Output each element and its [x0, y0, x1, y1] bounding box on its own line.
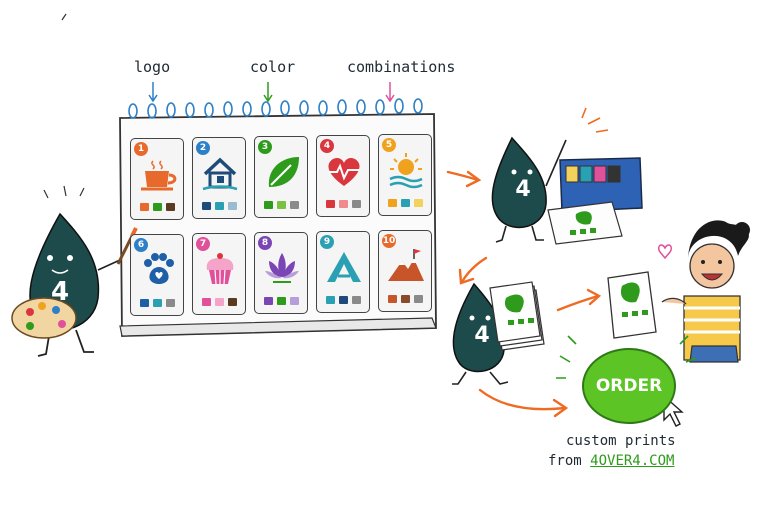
arrow-to-stack-icon: [458, 256, 488, 285]
order-button[interactable]: ORDER: [582, 348, 676, 424]
lotus-icon: [265, 253, 299, 283]
card-number-badge: 4: [320, 139, 334, 153]
color-swatch: [202, 298, 211, 306]
color-swatch: [352, 296, 361, 304]
card-number-badge: 5: [382, 138, 396, 152]
color-swatch: [153, 203, 162, 211]
paw-icon: [144, 253, 174, 284]
customer-person: [657, 220, 750, 363]
color-swatch: [140, 299, 149, 307]
logo-card-9[interactable]: 9: [316, 231, 370, 313]
label-arrow-color-icon: [263, 82, 273, 103]
logo-card-10[interactable]: 10: [378, 230, 432, 312]
caption-from: from: [548, 453, 591, 469]
customer-card: [607, 271, 657, 339]
color-swatch: [215, 298, 224, 306]
card-number-badge: 9: [320, 235, 334, 249]
color-swatch: [264, 201, 273, 209]
mascot-carrier-number: 4: [474, 323, 489, 348]
logo-card-6[interactable]: 6: [130, 234, 184, 316]
color-swatch: [401, 295, 410, 303]
arrow-to-order-icon: [478, 388, 569, 418]
label-arrow-combinations-icon: [385, 82, 395, 103]
mascot-painter: 4: [11, 13, 138, 357]
color-swatch: [202, 202, 211, 210]
logo-card-3[interactable]: 3: [254, 136, 308, 218]
color-swatch: [388, 295, 397, 303]
color-swatch: [277, 297, 286, 305]
color-swatch: [326, 296, 335, 304]
mascot-carrier: 4: [452, 281, 545, 385]
card-number-badge: 6: [134, 238, 148, 252]
logo-calendar: 1 2 3 4 5 6 7 8 9 10: [116, 108, 434, 332]
color-swatch: [228, 202, 237, 210]
color-swatch: [140, 203, 149, 211]
mountain-flag-icon: [388, 249, 424, 281]
arrow-to-customer-icon: [556, 288, 602, 312]
mascot-printer: 4: [491, 107, 643, 245]
sun-waves-icon: [389, 153, 423, 189]
heart-pulse-icon: [328, 157, 360, 186]
logo-card-1[interactable]: 1: [130, 138, 184, 220]
color-swatch: [388, 199, 397, 207]
arrow-to-printer-icon: [446, 170, 482, 188]
label-arrow-logo-icon: [148, 82, 158, 103]
cupcake-icon: [206, 253, 234, 285]
color-swatch: [166, 203, 175, 211]
color-swatch: [264, 297, 273, 305]
color-swatch: [228, 298, 237, 306]
color-swatch: [290, 201, 299, 209]
card-number-badge: 7: [196, 237, 210, 251]
color-swatch: [339, 200, 348, 208]
logo-card-4[interactable]: 4: [316, 135, 370, 217]
caption-line1: custom prints: [566, 433, 676, 449]
caption-line2: from 4OVER4.COM: [548, 453, 674, 469]
coffee-cup-icon: [141, 160, 177, 191]
logo-card-5[interactable]: 5: [378, 134, 432, 216]
card-number-badge: 10: [382, 234, 396, 248]
label-logo: logo: [134, 58, 171, 76]
logo-card-7[interactable]: 7: [192, 233, 246, 315]
color-swatch: [414, 295, 423, 303]
color-swatch: [290, 297, 299, 305]
card-number-badge: 3: [258, 140, 272, 154]
color-swatch: [166, 299, 175, 307]
mascot-printer-number: 4: [515, 177, 530, 202]
color-swatch: [401, 199, 410, 207]
color-swatch: [339, 296, 348, 304]
order-burst-icon: [556, 335, 697, 379]
card-number-badge: 1: [134, 142, 148, 156]
mountain-a-icon: [327, 252, 361, 282]
label-combinations: combinations: [347, 58, 456, 76]
website-link[interactable]: 4OVER4.COM: [590, 453, 675, 469]
color-swatch: [352, 200, 361, 208]
logo-card-8[interactable]: 8: [254, 232, 308, 314]
color-swatch: [414, 199, 423, 207]
color-swatch: [215, 202, 224, 210]
label-color: color: [250, 58, 296, 76]
heart-icon: [657, 244, 673, 260]
logo-card-2[interactable]: 2: [192, 137, 246, 219]
color-swatch: [153, 299, 162, 307]
leaf-icon: [268, 157, 299, 187]
color-swatch: [326, 200, 335, 208]
color-swatch: [277, 201, 286, 209]
house-icon: [202, 157, 238, 191]
spiral-rings: [128, 98, 423, 119]
card-number-badge: 2: [196, 141, 210, 155]
card-number-badge: 8: [258, 236, 272, 250]
